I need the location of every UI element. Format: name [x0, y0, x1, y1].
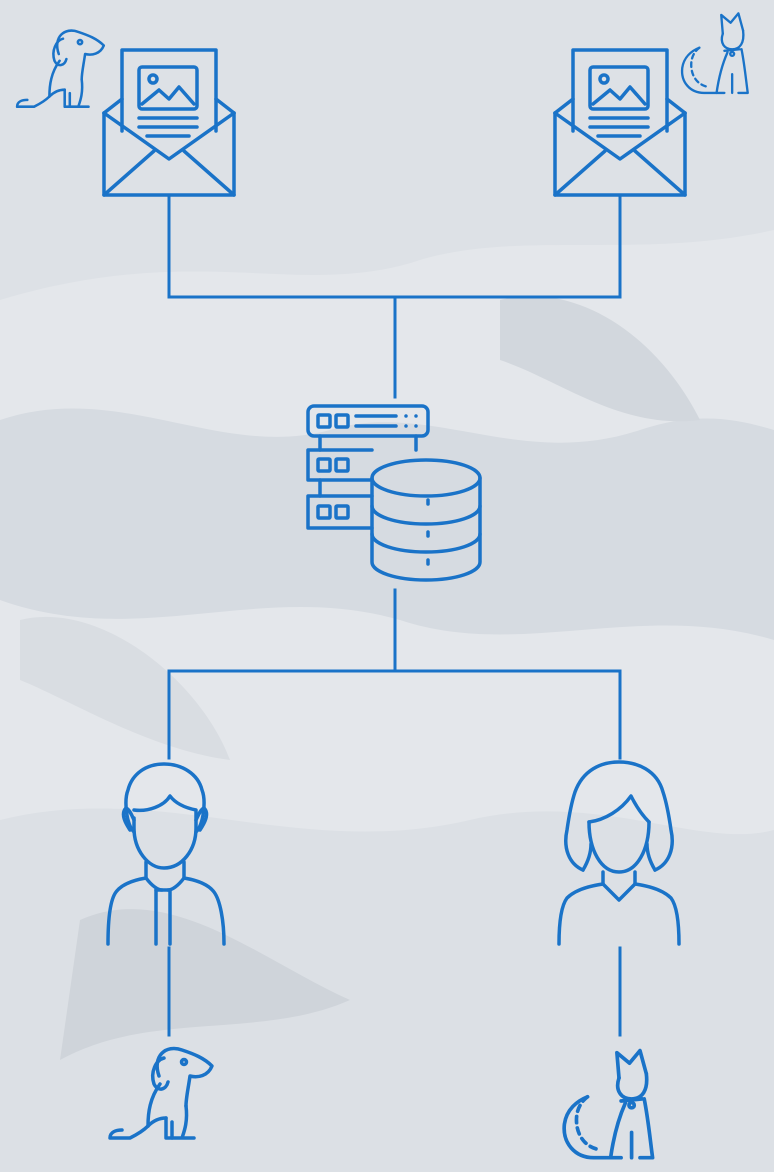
connector-lines — [167, 195, 622, 1037]
newsletter-envelope-icon — [553, 48, 687, 197]
server-database-icon — [306, 404, 482, 582]
connector-line — [167, 195, 622, 299]
woman-avatar-icon — [557, 760, 681, 946]
man-avatar-icon — [106, 762, 226, 946]
cat-icon — [562, 1048, 655, 1160]
connector-line — [167, 669, 622, 760]
dog-icon — [108, 1046, 214, 1140]
cat-icon — [680, 12, 749, 95]
newsletter-envelope-icon — [102, 48, 236, 197]
dog-icon — [15, 29, 106, 108]
